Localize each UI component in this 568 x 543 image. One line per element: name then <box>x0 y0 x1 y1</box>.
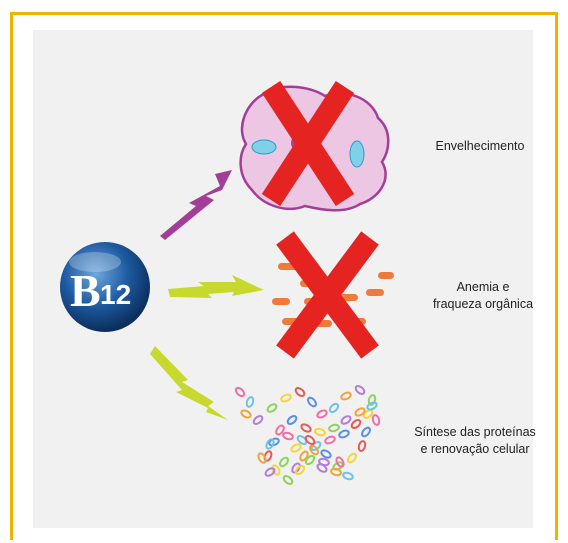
b12-number: 12 <box>100 279 131 310</box>
protein-bead <box>366 401 378 411</box>
protein-bead <box>265 438 275 450</box>
cross-mark-anemia <box>276 231 379 359</box>
protein-bead <box>340 391 352 401</box>
bolt-arrow-aging <box>160 170 232 240</box>
protein-bead <box>338 429 350 439</box>
protein-bead <box>330 467 342 477</box>
protein-bead <box>350 419 362 429</box>
protein-bead <box>340 415 352 425</box>
protein-bead <box>275 424 285 436</box>
outcome-label-anemia: Anemia e fraqueza orgânica <box>418 279 548 313</box>
protein-bead <box>266 403 278 413</box>
protein-bead <box>294 464 306 476</box>
protein-bead <box>354 407 366 417</box>
protein-bead <box>282 475 294 485</box>
outcome-anemia-line2: fraqueza orgânica <box>432 297 534 311</box>
protein-bead <box>361 426 371 438</box>
protein-bead <box>309 444 319 456</box>
b12-sphere-highlight <box>69 252 121 272</box>
bolt-arrow-synthesis <box>150 346 228 420</box>
frame-border-top <box>10 12 558 15</box>
protein-bead <box>347 452 357 464</box>
protein-chain <box>234 385 381 485</box>
protein-bead <box>282 431 294 441</box>
outcome-synthesis-line1: Síntese das proteínas <box>414 425 536 439</box>
protein-bead <box>234 386 246 398</box>
protein-bead <box>316 463 328 473</box>
protein-bead <box>286 415 298 425</box>
frame-border-right <box>555 12 558 540</box>
protein-bead <box>279 456 289 468</box>
protein-bead <box>240 409 252 419</box>
outcome-label-aging: Envelhecimento <box>415 138 545 155</box>
outcome-anemia-line1: Anemia e <box>456 280 510 294</box>
protein-bead <box>371 414 381 426</box>
protein-bead <box>290 443 302 453</box>
protein-bead <box>362 409 374 419</box>
protein-bead <box>316 409 328 419</box>
protein-bead <box>354 385 366 395</box>
protein-bead <box>314 427 326 437</box>
outcome-aging-text: Envelhecimento <box>435 139 525 153</box>
protein-bead <box>328 402 340 414</box>
protein-bead <box>367 394 377 406</box>
protein-bead <box>252 415 264 425</box>
protein-bead <box>304 454 316 466</box>
bolt-arrow-anemia <box>168 275 264 298</box>
protein-bead <box>307 396 317 408</box>
b12-sphere <box>60 242 150 332</box>
protein-bead <box>300 423 312 433</box>
protein-bead <box>291 462 301 474</box>
protein-bead <box>304 435 316 445</box>
protein-bead <box>324 435 336 445</box>
protein-bead <box>328 423 340 433</box>
protein-bead <box>335 456 345 468</box>
protein-bead <box>257 452 267 464</box>
protein-bead <box>296 435 308 445</box>
protein-bead <box>299 450 309 462</box>
protein-bead <box>264 467 276 477</box>
protein-bead <box>320 449 332 459</box>
b12-letter: B <box>70 265 101 316</box>
cross-mark-aging <box>261 80 355 207</box>
protein-bead <box>245 396 255 408</box>
frame-border-left <box>10 12 13 540</box>
protein-bead <box>294 387 306 397</box>
protein-bead <box>357 440 367 452</box>
outcome-synthesis-line2: e renovação celular <box>420 442 530 456</box>
protein-bead <box>280 393 292 403</box>
outcome-label-synthesis: Síntese das proteínas e renovação celula… <box>405 424 545 458</box>
protein-bead <box>342 471 354 481</box>
